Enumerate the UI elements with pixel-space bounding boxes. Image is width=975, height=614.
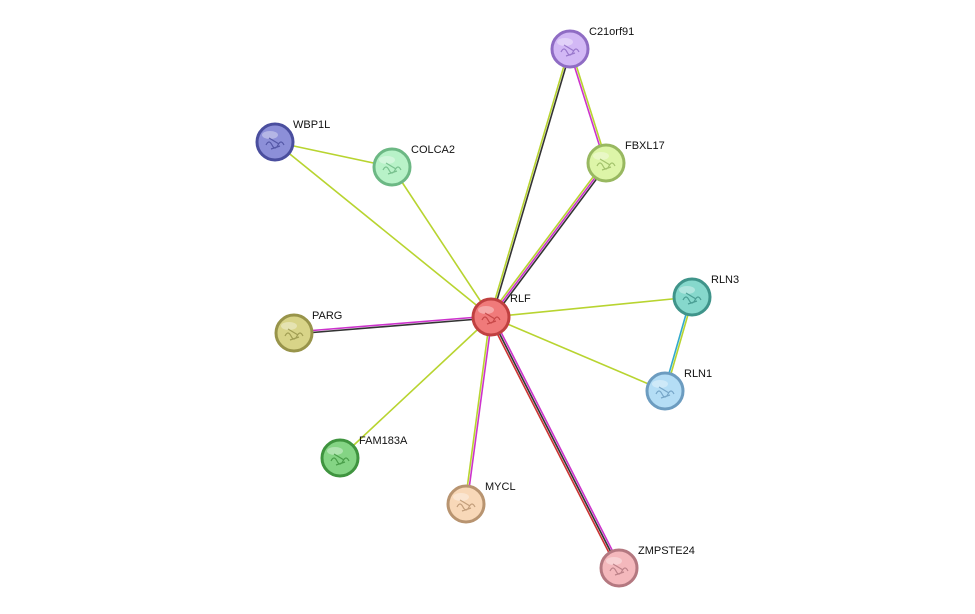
edge-line — [490, 296, 693, 318]
protein-structure-icon — [481, 312, 501, 325]
node-parg[interactable]: PARG — [274, 310, 342, 353]
edge-line — [489, 48, 570, 317]
edge-mycl-rlf[interactable] — [464, 316, 493, 505]
node-highlight — [478, 306, 494, 314]
edge-rlf-fbxl17[interactable] — [488, 161, 609, 319]
edge-line — [491, 163, 609, 319]
node-label: COLCA2 — [411, 144, 455, 156]
edge-line — [339, 316, 492, 459]
edge-line — [274, 141, 492, 318]
edge-line — [464, 316, 491, 504]
node-highlight — [262, 131, 278, 139]
protein-structure-icon — [609, 563, 629, 576]
protein-structure-icon — [284, 328, 304, 341]
protein-structure-icon — [560, 44, 580, 57]
edge-rlf-rln1[interactable] — [490, 316, 666, 392]
protein-structure-icon — [265, 137, 285, 150]
node-label: RLF — [510, 293, 531, 305]
node-label: C21orf91 — [589, 26, 634, 38]
edge-line — [274, 141, 393, 168]
edge-line — [492, 315, 622, 568]
node-label: FBXL17 — [625, 140, 665, 152]
edge-colca2-rlf[interactable] — [391, 166, 492, 318]
node-highlight — [606, 557, 622, 565]
edge-c21orf91-fbxl17[interactable] — [568, 48, 608, 164]
edge-line — [570, 48, 608, 163]
edge-line — [466, 317, 493, 505]
node-label: RLN3 — [711, 274, 739, 286]
node-highlight — [679, 286, 695, 294]
edge-zmpste24-rlf[interactable] — [488, 315, 622, 570]
node-label: WBP1L — [293, 119, 330, 131]
edge-line — [391, 166, 492, 318]
node-c21orf91[interactable]: C21orf91 — [550, 26, 634, 69]
node-label: PARG — [312, 310, 342, 322]
node-rlf[interactable]: RLF — [471, 293, 531, 337]
node-highlight — [327, 447, 343, 455]
node-zmpste24[interactable]: ZMPSTE24 — [599, 545, 695, 588]
node-rln1[interactable]: RLN1 — [645, 368, 712, 411]
edge-parg-rlf[interactable] — [293, 315, 492, 335]
edge-line — [488, 161, 606, 317]
edge-rlf-c21orf91[interactable] — [489, 48, 572, 318]
edge-rlf-rln3[interactable] — [490, 296, 693, 318]
node-fam183a[interactable]: FAM183A — [320, 435, 408, 478]
node-label: FAM183A — [359, 435, 408, 447]
edge-line — [491, 49, 572, 318]
edge-wbp1l-colca2[interactable] — [274, 141, 393, 168]
node-highlight — [557, 38, 573, 46]
node-highlight — [593, 152, 609, 160]
edge-line — [490, 316, 620, 569]
edge-line — [568, 49, 606, 164]
node-wbp1l[interactable]: WBP1L — [255, 119, 330, 162]
protein-structure-icon — [655, 386, 675, 399]
edge-line — [490, 162, 607, 318]
protein-structure-icon — [382, 162, 402, 175]
protein-structure-icon — [596, 158, 616, 171]
node-highlight — [453, 493, 469, 501]
edge-line — [488, 317, 618, 570]
edge-line — [490, 316, 666, 392]
node-highlight — [281, 322, 297, 330]
node-colca2[interactable]: COLCA2 — [372, 144, 455, 187]
node-fbxl17[interactable]: FBXL17 — [586, 140, 665, 183]
protein-structure-icon — [330, 453, 350, 466]
edge-fam183a-rlf[interactable] — [339, 316, 492, 459]
protein-structure-icon — [456, 499, 476, 512]
protein-structure-icon — [682, 292, 702, 305]
node-highlight — [379, 156, 395, 164]
edge-line — [294, 317, 492, 335]
node-label: RLN1 — [684, 368, 712, 380]
node-label: ZMPSTE24 — [638, 545, 695, 557]
edge-line — [293, 315, 491, 333]
node-rln3[interactable]: RLN3 — [672, 274, 739, 317]
node-label: MYCL — [485, 481, 516, 493]
node-highlight — [652, 380, 668, 388]
edge-wbp1l-rlf[interactable] — [274, 141, 492, 318]
node-mycl[interactable]: MYCL — [446, 481, 516, 524]
